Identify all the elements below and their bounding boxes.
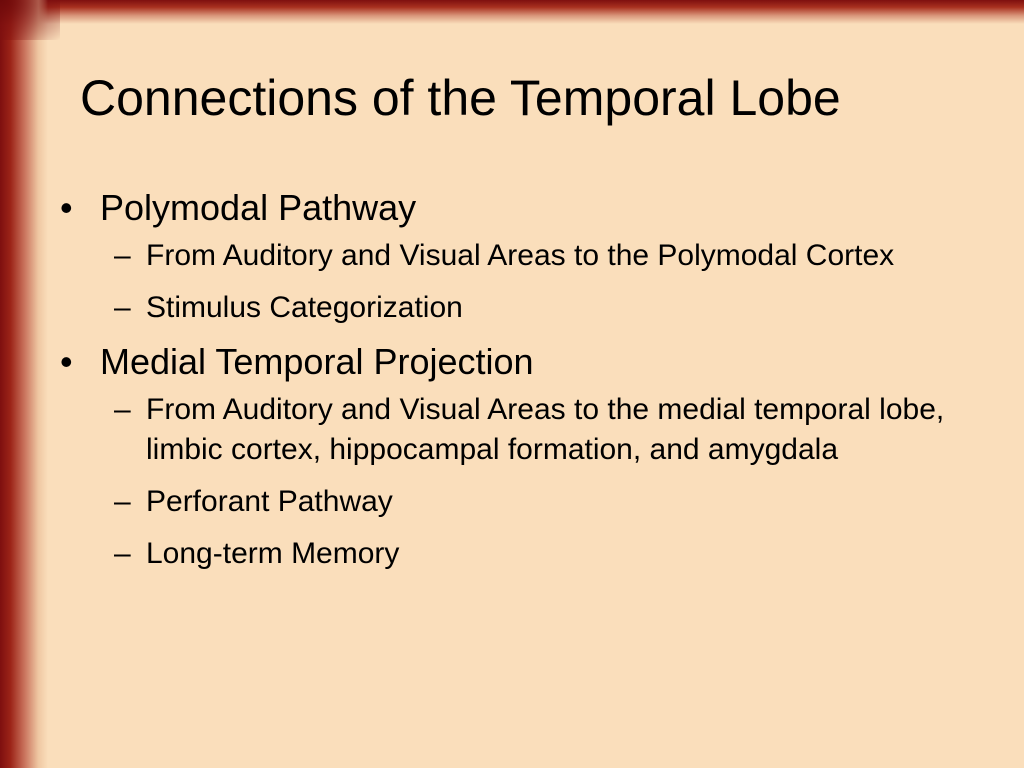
bullet-list: • Polymodal Pathway – From Auditory and … — [56, 186, 956, 586]
sub-bullet-text: Stimulus Categorization — [146, 291, 463, 324]
sub-bullet-item: – From Auditory and Visual Areas to the … — [100, 390, 956, 470]
sub-bullet-text: From Auditory and Visual Areas to the Po… — [146, 239, 895, 272]
sub-bullet-list: – From Auditory and Visual Areas to the … — [100, 236, 956, 328]
slide-frame-top — [0, 0, 1024, 24]
bullet-text: Medial Temporal Projection — [100, 341, 534, 382]
sub-bullet-item: – Long-term Memory — [100, 534, 956, 574]
sub-bullet-marker: – — [114, 485, 131, 518]
slide-title: Connections of the Temporal Lobe — [80, 70, 841, 126]
sub-bullet-text: Perforant Pathway — [146, 485, 393, 518]
sub-bullet-marker: – — [114, 537, 131, 570]
bullet-medial-temporal-projection: • Medial Temporal Projection – From Audi… — [56, 340, 956, 574]
sub-bullet-marker: – — [114, 291, 131, 324]
sub-bullet-marker: – — [114, 239, 131, 272]
bullet-marker: • — [60, 187, 73, 228]
sub-bullet-item: – From Auditory and Visual Areas to the … — [100, 236, 956, 276]
bullet-text: Polymodal Pathway — [100, 187, 417, 228]
sub-bullet-text: Long-term Memory — [146, 537, 400, 570]
slide-frame-corner — [0, 0, 60, 40]
sub-bullet-item: – Stimulus Categorization — [100, 288, 956, 328]
sub-bullet-text: From Auditory and Visual Areas to the me… — [146, 393, 945, 466]
bullet-marker: • — [60, 341, 73, 382]
sub-bullet-marker: – — [114, 393, 131, 426]
bullet-polymodal-pathway: • Polymodal Pathway – From Auditory and … — [56, 186, 956, 328]
sub-bullet-item: – Perforant Pathway — [100, 482, 956, 522]
slide-frame-left — [0, 0, 48, 768]
sub-bullet-list: – From Auditory and Visual Areas to the … — [100, 390, 956, 574]
